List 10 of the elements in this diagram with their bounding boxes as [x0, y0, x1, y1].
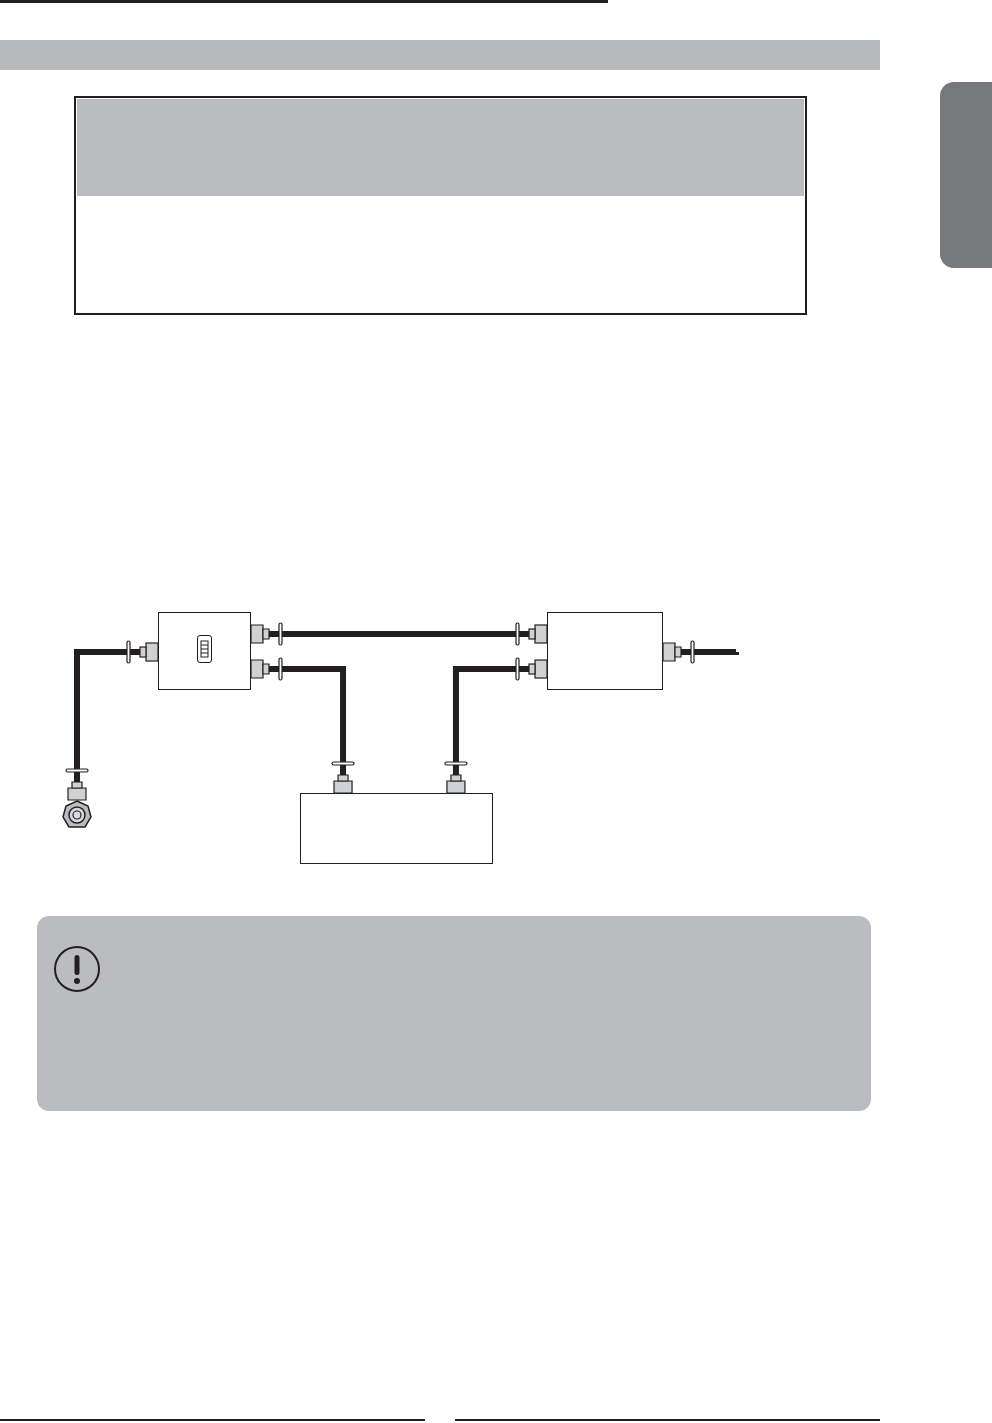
pipe [250, 657, 355, 794]
valve-icon [62, 800, 92, 830]
unit-box [300, 793, 493, 864]
section-bar [0, 40, 880, 70]
unit-box [547, 612, 663, 690]
pipe [662, 640, 739, 664]
unit-box [158, 612, 251, 690]
side-tab [940, 82, 992, 268]
pipe [444, 657, 548, 794]
pipe [65, 640, 159, 801]
